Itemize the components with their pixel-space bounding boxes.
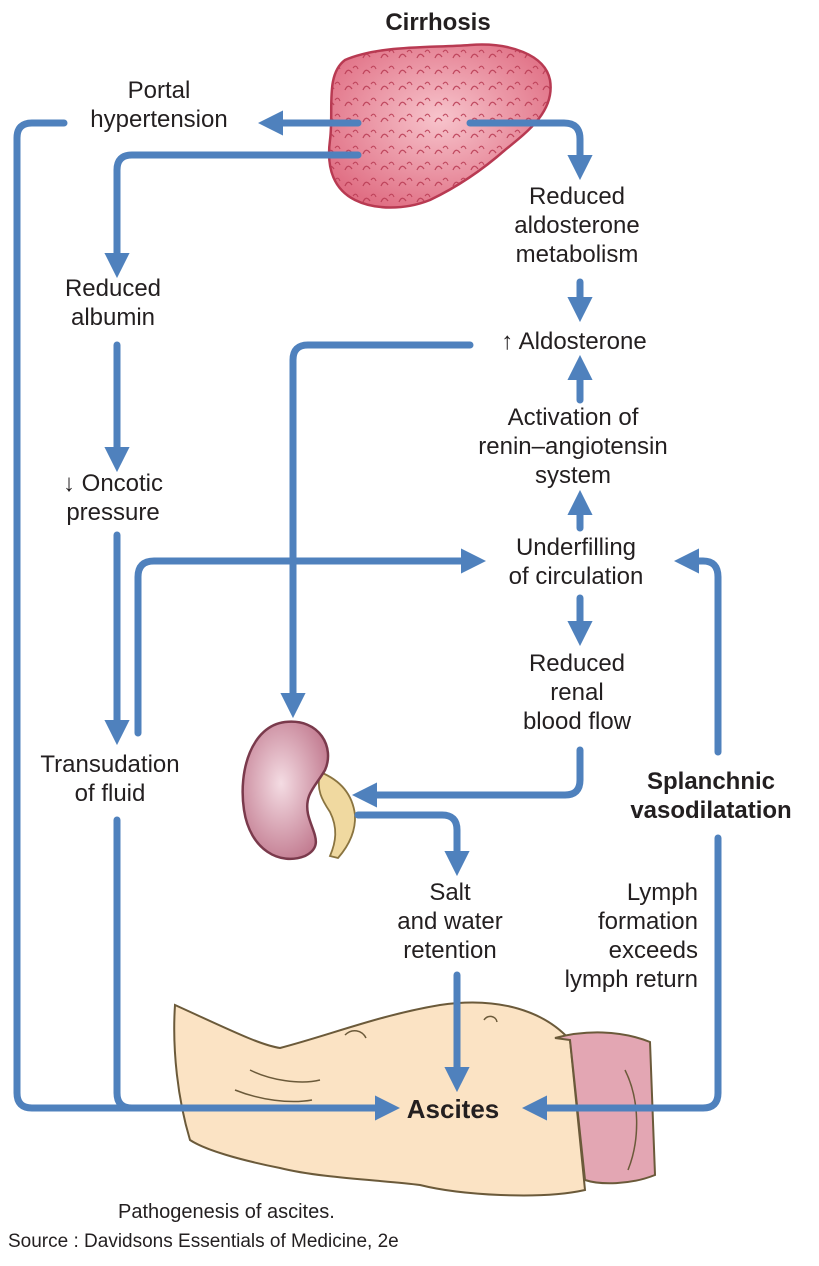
arrow-transudation-to-underfilling	[134, 548, 487, 737]
arrow-splanchnic-to-underfilling	[673, 548, 722, 756]
arrow-transudation-to-ascites	[113, 816, 394, 1112]
node-increased-aldosterone: ↑ Aldosterone	[501, 328, 647, 355]
arrow-aldosterone-to-kidney	[280, 341, 474, 719]
title-cirrhosis: Cirrhosis	[385, 9, 491, 36]
kidney-illustration	[241, 720, 356, 861]
node-ascites: Ascites	[406, 1094, 500, 1124]
arrow-liver-to-aldosterone-metabolism	[466, 119, 593, 181]
figure-source: Source : Davidsons Essentials of Medicin…	[8, 1231, 399, 1252]
arrow-renal-to-kidney	[351, 746, 584, 808]
arrow-kidney-to-salt-water	[354, 811, 470, 877]
flow-arrows	[13, 110, 722, 1121]
arrow-portal-to-ascites	[13, 119, 401, 1121]
figure-caption: Pathogenesis of ascites.	[118, 1201, 335, 1223]
liver-illustration	[327, 43, 552, 209]
arrow-splanchnic-to-ascites	[521, 834, 722, 1121]
arrow-liver-to-albumin	[104, 151, 362, 279]
